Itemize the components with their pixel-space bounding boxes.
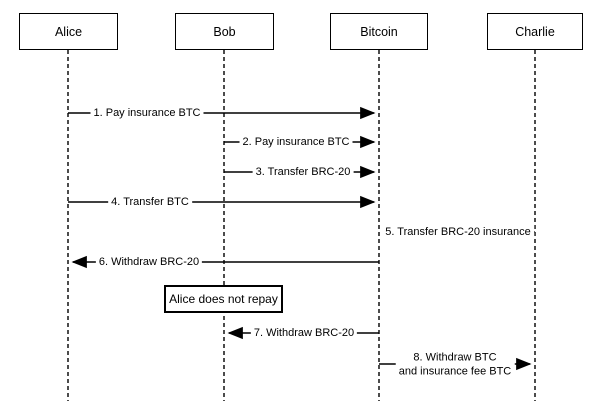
actor-box-charlie: Charlie	[487, 13, 583, 50]
actor-label-alice: Alice	[54, 24, 83, 39]
message-label-5: 5. Transfer BRC-20 insurance	[382, 224, 534, 240]
actor-label-bob: Bob	[213, 24, 236, 39]
actor-box-bob: Bob	[175, 13, 274, 50]
note-label: Alice does not repay	[169, 292, 278, 306]
actor-box-bitcoin: Bitcoin	[330, 13, 428, 50]
message-label-4: 4. Transfer BTC	[108, 194, 192, 210]
lifelines	[67, 50, 536, 401]
actor-label-charlie: Charlie	[515, 24, 555, 39]
message-label-8: 8. Withdraw BTC and insurance fee BTC	[395, 350, 515, 380]
message-label-3: 3. Transfer BRC-20	[252, 164, 354, 180]
message-label-8-line1: 8. Withdraw BTC	[413, 351, 497, 364]
message-label-1: 1. Pay insurance BTC	[90, 105, 204, 121]
message-label-7: 7. Withdraw BRC-20	[250, 325, 358, 341]
message-label-6: 6. Withdraw BRC-20	[95, 254, 203, 270]
note-box: Alice does not repay	[164, 285, 283, 313]
actor-box-alice: Alice	[19, 13, 118, 50]
message-label-8-line2: and insurance fee BTC	[398, 366, 512, 378]
message-label-2: 2. Pay insurance BTC	[239, 134, 353, 150]
actor-label-bitcoin: Bitcoin	[360, 24, 398, 39]
